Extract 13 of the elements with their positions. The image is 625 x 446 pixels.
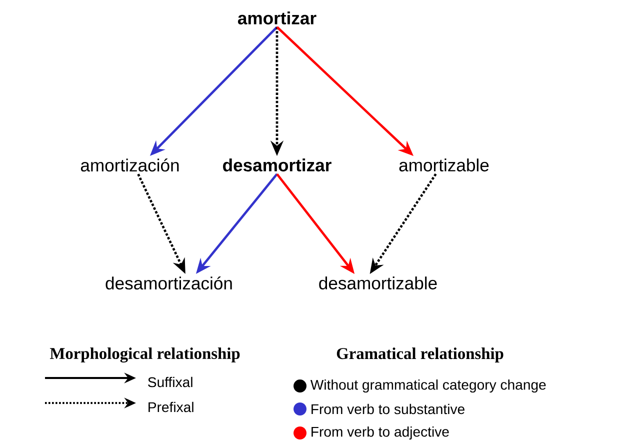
word-label: desamortizable (319, 276, 437, 290)
legend-text: From verb to adjective (312, 426, 449, 440)
legend-heading: Morphological relationship (50, 348, 240, 362)
legend-text: Without grammatical category change (310, 379, 546, 393)
legend-text: From verb to substantive (312, 404, 464, 414)
word-label: amortización (80, 158, 179, 172)
word-label: desamortizar (223, 158, 332, 172)
legend-heading: Gramatical relationship (336, 348, 504, 362)
legend-text: Prefixal (148, 402, 194, 412)
legend-text: Suffixal (148, 376, 192, 388)
word-label: desamortización (106, 276, 232, 290)
word-label: amortizar (238, 12, 316, 24)
word-label: amortizable (399, 158, 489, 172)
